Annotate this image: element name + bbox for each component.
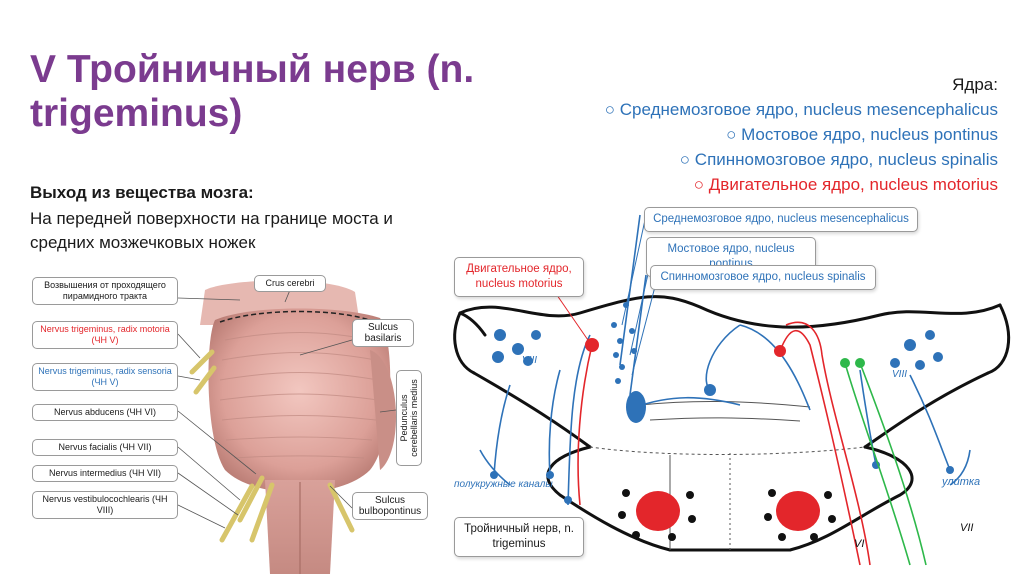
exit-text: На передней поверхности на границе моста… — [30, 209, 393, 252]
nuclei-list: Ядра: ○ Среднемозговое ядро, nucleus mes… — [605, 72, 998, 197]
callout-mesencephalic: Среднемозговое ядро, nucleus mesencephal… — [644, 207, 918, 232]
nerve-roots — [189, 349, 355, 543]
nuclei-heading: Ядра: — [952, 75, 998, 94]
mark-cochlea: улитка — [941, 476, 980, 488]
nucleus-motor: ○ Двигательное ядро, nucleus motorius — [693, 175, 998, 194]
label-sulcus-basilaris: Sulcus basilaris — [352, 319, 414, 347]
label-abducens: Nervus abducens (ЧН VI) — [32, 404, 178, 421]
red-nucleus-left — [636, 491, 680, 531]
slide-title: V Тройничный нерв (n. trigeminus) — [30, 48, 475, 135]
label-radix-sensoria: Nervus trigeminus, radix sensoria (ЧН V) — [32, 363, 178, 391]
mark-semicircular: полукружные каналы — [454, 479, 553, 490]
nucleus-mesencephalic: ○ Среднемозговое ядро, nucleus mesenceph… — [604, 100, 998, 119]
label-facialis: Nervus facialis (ЧН VII) — [32, 439, 178, 456]
label-sulcus-bulbopontinus: Sulcus bulbopontinus — [352, 492, 428, 520]
brainstem-illustration: Возвышения от проходящего пирамидного тр… — [0, 0, 450, 574]
label-pedunculus: Pedunculus cerebellaris medius — [399, 379, 419, 457]
green-fibers — [844, 362, 927, 566]
callout-motor: Двигательное ядро, nucleus motorius — [454, 257, 584, 297]
mark-viii-left: VIII — [522, 355, 537, 366]
exit-heading: Выход из вещества мозга: — [30, 183, 254, 202]
sensory-somas — [490, 384, 954, 504]
pons-shape — [208, 308, 391, 493]
crus-boundary — [219, 310, 376, 323]
label-radix-motoria: Nervus trigeminus, radix motoria (ЧН V) — [32, 321, 178, 349]
nucleus-pontine: ○ Мостовое ядро, nucleus pontinus — [726, 125, 998, 144]
inner-lines — [589, 400, 866, 550]
pons-fibers — [219, 332, 379, 459]
nucleus-spinal: ○ Спинномозговое ядро, nucleus spinalis — [679, 150, 998, 169]
label-vestibulocochlearis: Nervus vestibulocochlearis (ЧН VIII) — [32, 491, 178, 519]
green-nucleus-b — [855, 358, 865, 368]
brainstem-drawing — [177, 280, 397, 574]
green-nucleus-a — [840, 358, 850, 368]
pontine-dots — [618, 489, 836, 541]
motor-fibers — [577, 321, 871, 566]
peduncle-shape — [370, 350, 397, 470]
label-crus-cerebri: Crus cerebri — [254, 275, 326, 292]
nuclei-schematic: VIII VIII полукружные каналы улитка VI V… — [440, 195, 1024, 574]
mark-vi: VI — [854, 538, 864, 550]
blue-nuclei — [492, 302, 943, 384]
mark-vii: VII — [960, 522, 973, 534]
callout-spinal: Спинномозговое ядро, nucleus spinalis — [650, 265, 876, 290]
leader-lines — [177, 289, 397, 529]
label-pyramidal-elevations: Возвышения от проходящего пирамидного тр… — [32, 277, 178, 305]
red-nucleus-right — [776, 491, 820, 531]
mark-viii-right: VIII — [892, 369, 907, 380]
callout-trigeminal: Тройничный нерв, n. trigeminus — [454, 517, 584, 557]
label-pedunculus-box: Pedunculus cerebellaris medius — [396, 370, 422, 466]
label-intermedius: Nervus intermedius (ЧН VII) — [32, 465, 178, 482]
schematic-drawing: VIII VIII полукружные каналы улитка VI V… — [453, 214, 1011, 566]
